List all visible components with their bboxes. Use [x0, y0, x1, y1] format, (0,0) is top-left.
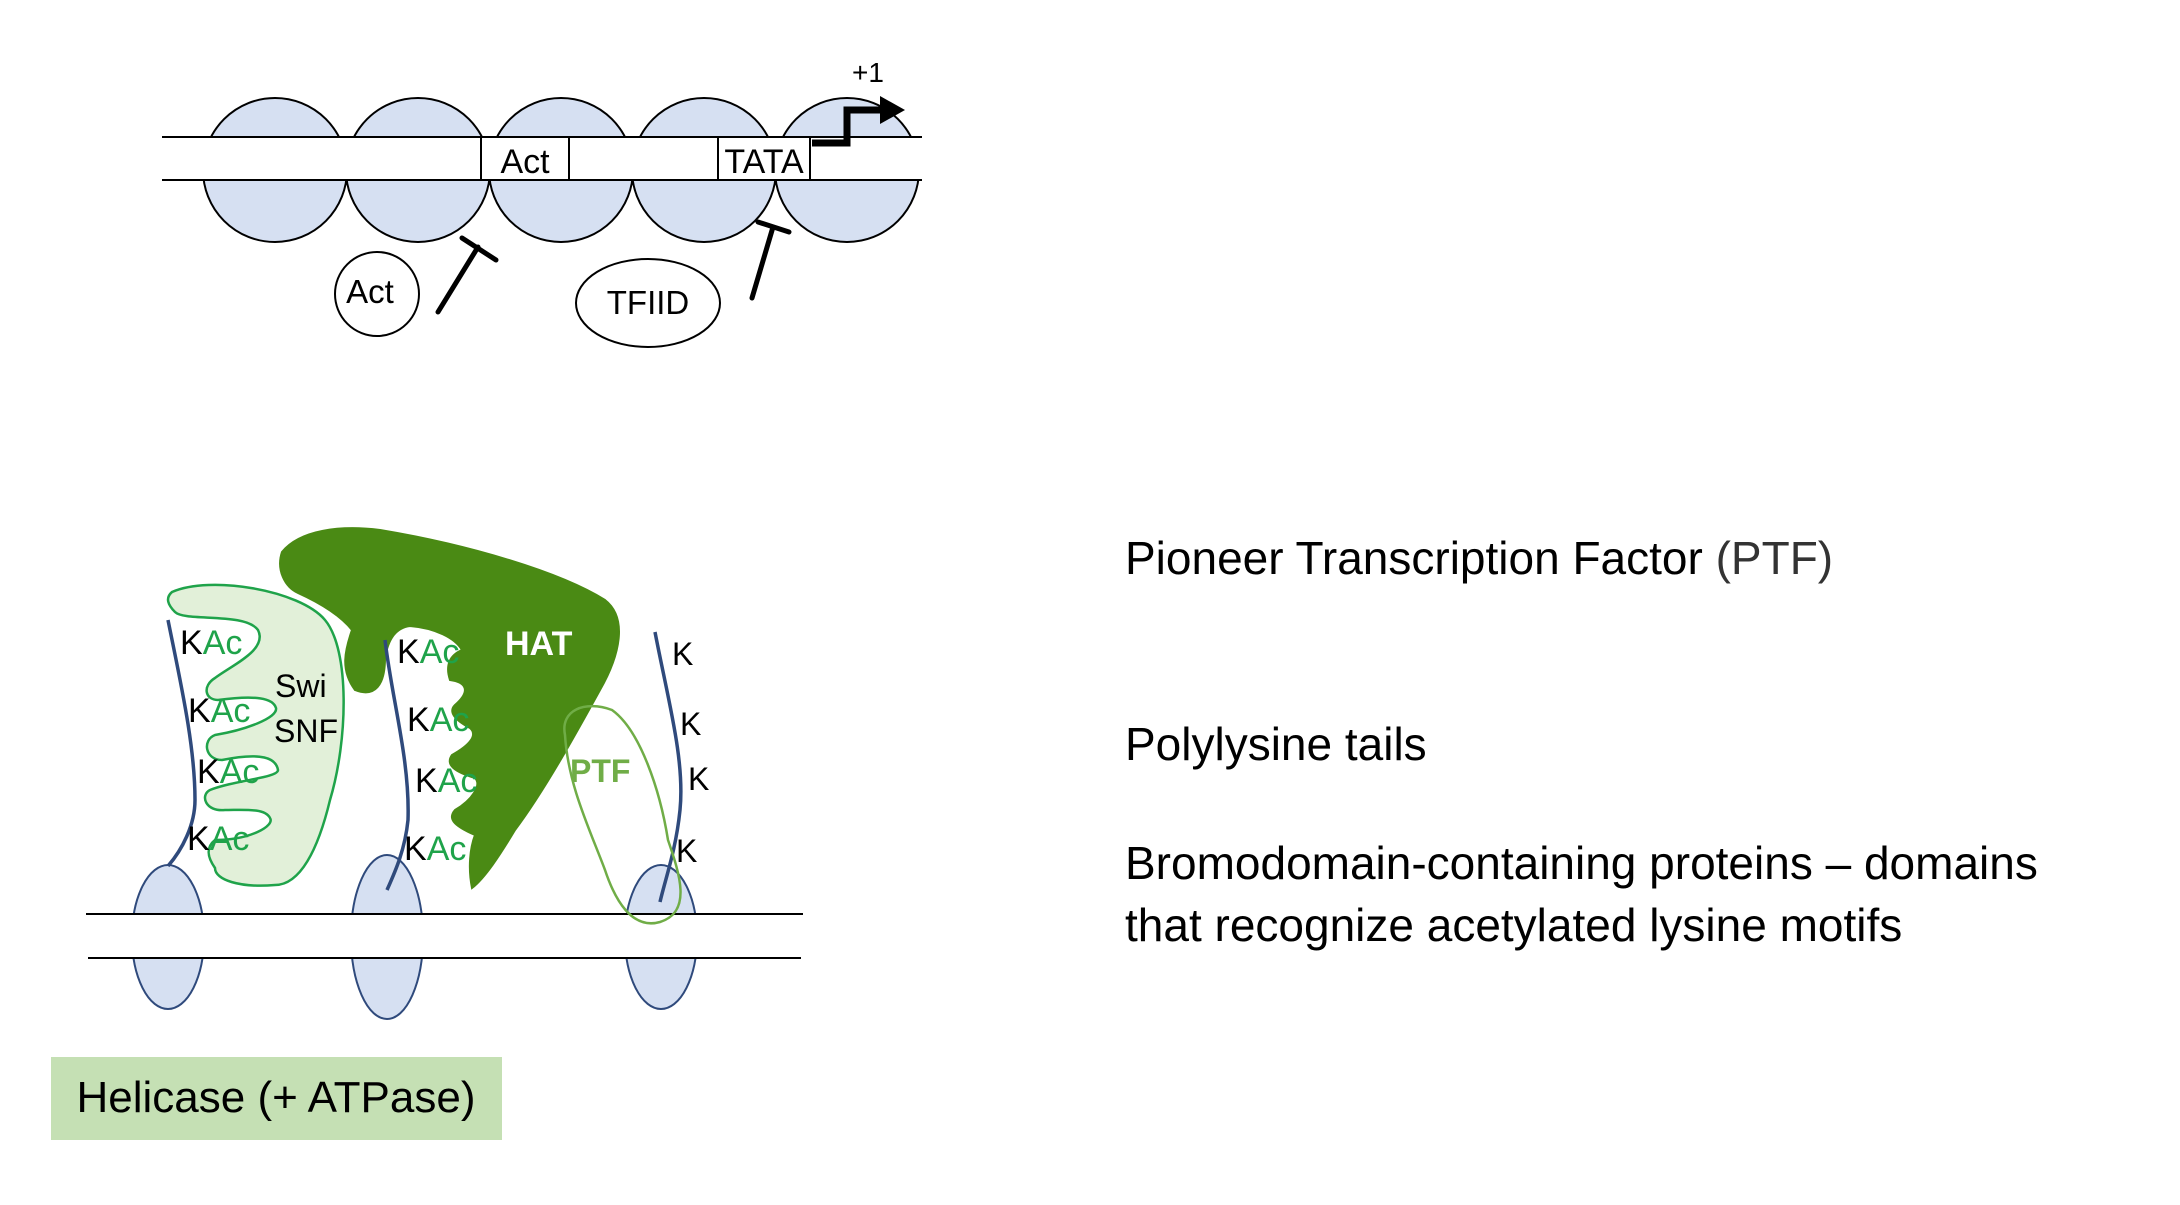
bottom-dna-band — [86, 914, 803, 958]
bromodomain-text-line2: that recognize acetylated lysine motifs — [1125, 899, 1903, 951]
tata-label: TATA — [724, 143, 804, 181]
tss-arrow — [812, 96, 905, 147]
swi-label: Swi — [275, 668, 327, 704]
hat-complex-shape — [279, 527, 620, 890]
lysine-label: K — [688, 761, 709, 797]
helicase-label-box: Helicase (+ ATPase) — [51, 1057, 502, 1140]
histone-tail — [166, 619, 197, 868]
act-factor: Act — [334, 251, 420, 337]
kac-label: KAc — [415, 762, 477, 800]
lysine-label: K — [672, 636, 693, 672]
tfiid-factor-label: TFIID — [607, 284, 689, 321]
ptf-abbreviation: (PTF) — [1715, 532, 1834, 584]
act-site-box: Act — [480, 136, 570, 181]
helicase-label: Helicase (+ ATPase) — [76, 1073, 475, 1122]
inhibition-symbol-tfiid — [749, 219, 792, 301]
tss-label: +1 — [852, 57, 884, 88]
ptf-definition-main: Pioneer Transcription Factor — [1125, 532, 1716, 584]
polylysine-text: Polylysine tails — [1125, 718, 1427, 770]
kac-label: KAc — [197, 753, 259, 791]
kac-label: KAc — [407, 701, 469, 739]
top-promoter-diagram: Act TATA +1 Act TFIID — [162, 57, 922, 348]
hat-label: HAT — [505, 625, 573, 663]
snf-label: SNF — [274, 713, 338, 749]
swisnf-complex-shape — [166, 583, 345, 887]
kac-label: KAc — [404, 830, 466, 868]
kac-label: KAc — [397, 633, 459, 671]
ptf-shape — [563, 705, 682, 925]
histone-tail — [653, 631, 683, 903]
tfiid-factor: TFIID — [575, 258, 721, 348]
lysine-label: K — [680, 706, 701, 742]
histone-tail — [383, 639, 410, 891]
act-site-label: Act — [500, 143, 550, 181]
tata-box: TATA — [717, 136, 811, 181]
ptf-definition: Pioneer Transcription Factor (PTF) — [1125, 527, 1833, 589]
ptf-label: PTF — [570, 753, 630, 789]
kac-label: KAc — [188, 692, 250, 730]
kac-label: KAc — [187, 820, 249, 858]
bromodomain-text-line1: Bromodomain-containing proteins – domain… — [1125, 837, 2038, 889]
bottom-chromatin-diagram: Swi SNF KAc KAc KAc KAc HAT KAc KAc KAc … — [51, 527, 803, 1140]
act-factor-label: Act — [346, 273, 394, 310]
kac-label: KAc — [180, 624, 242, 662]
lysine-label: K — [676, 833, 697, 869]
inhibition-symbol-act — [435, 235, 499, 315]
